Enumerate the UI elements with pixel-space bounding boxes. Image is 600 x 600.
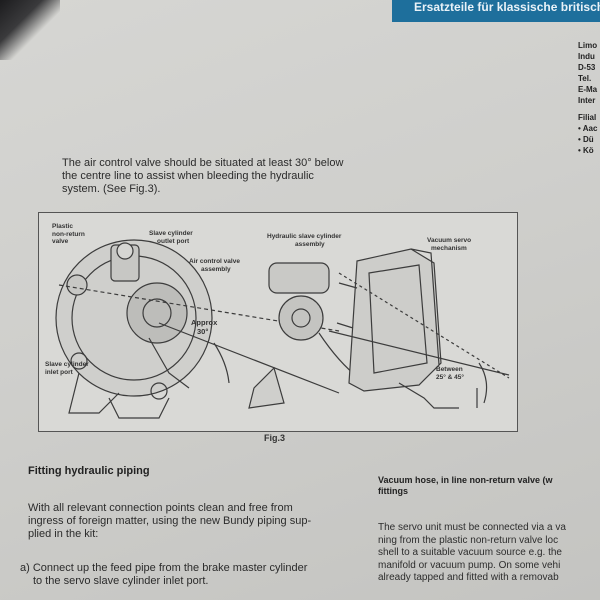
side-line: Indu xyxy=(578,52,595,61)
paragraph-line: With all relevant connection points clea… xyxy=(28,502,293,514)
header-banner: Ersatzteile für klassische britisch xyxy=(392,0,600,22)
side-list-item: • Dü xyxy=(578,135,594,144)
label-between: Between 25° & 45° xyxy=(436,366,464,381)
figure-caption: Fig.3 xyxy=(264,433,286,443)
paragraph-line: shell to a suitable vacuum source e.g. t… xyxy=(378,547,562,558)
label-air-control: Air control valve assembly xyxy=(189,258,240,273)
label-approx: Approx 30° xyxy=(191,318,218,336)
item-line: to the servo slave cylinder inlet port. xyxy=(33,575,209,587)
section-heading-vacuum: Fitting hydraulic piping Vacuum hose, in… xyxy=(378,475,600,497)
side-line: Tel. xyxy=(578,74,592,83)
instruction-item-a: a) Connect up the feed pipe from the bra… xyxy=(20,562,350,588)
side-line: E-Ma xyxy=(578,85,598,94)
section-heading-hydraulic: Fitting hydraulic piping xyxy=(28,465,150,477)
intro-paragraph: The air control valve should be situated… xyxy=(62,157,382,196)
page-corner-shadow xyxy=(0,0,60,60)
figure-3-diagram: Plastic non-return valve Slave cylinder … xyxy=(38,212,518,432)
side-line: Limo xyxy=(578,41,598,50)
side-address-column: Limo Indu D-53 Tel. E-Ma Inter Filial • … xyxy=(578,40,600,156)
non-return-valve-shape xyxy=(66,274,88,296)
paragraph-line: already tapped and fitted with a removab xyxy=(378,572,559,583)
paragraph-line: The servo unit must be connected via a v… xyxy=(378,522,566,533)
label-plastic-valve: Plastic non-return valve xyxy=(52,223,85,245)
side-list-item: • Kö xyxy=(578,146,594,155)
side-list-title: Filial xyxy=(578,113,597,122)
paragraph-line: manifold or vacuum pump. On some vehi xyxy=(378,559,561,571)
heading-line: Vacuum hose, in line non-return valve (w xyxy=(378,475,553,485)
heading-line: fittings xyxy=(378,486,408,496)
label-inlet-port: Slave cylinder inlet port xyxy=(45,361,89,376)
paragraph-line: ingress of foreign matter, using the new… xyxy=(28,515,312,527)
item-line: a) Connect up the feed pipe from the bra… xyxy=(20,562,308,574)
intro-line: The air control valve should be situated… xyxy=(62,157,344,169)
side-line: Inter xyxy=(578,96,596,105)
vacuum-paragraph: The servo unit must be connected via a v… xyxy=(378,522,600,585)
servo-illustration xyxy=(55,239,510,419)
hydraulic-paragraph: With all relevant connection points clea… xyxy=(28,502,338,541)
intro-line: the centre line to assist when bleeding … xyxy=(62,170,314,182)
side-line: D-53 xyxy=(578,63,596,72)
label-hydraulic-assembly: Hydraulic slave cylinder assembly xyxy=(267,233,342,248)
label-outlet-port: Slave cylinder outlet port xyxy=(149,230,193,245)
label-vacuum-servo: Vacuum servo mechanism xyxy=(427,237,472,252)
paragraph-line: ning from the plastic non-return valve l… xyxy=(378,534,559,546)
intro-line: system. (See Fig.3). xyxy=(62,183,161,195)
paragraph-line: plied in the kit: xyxy=(28,528,99,540)
side-list-item: • Aac xyxy=(578,124,598,133)
